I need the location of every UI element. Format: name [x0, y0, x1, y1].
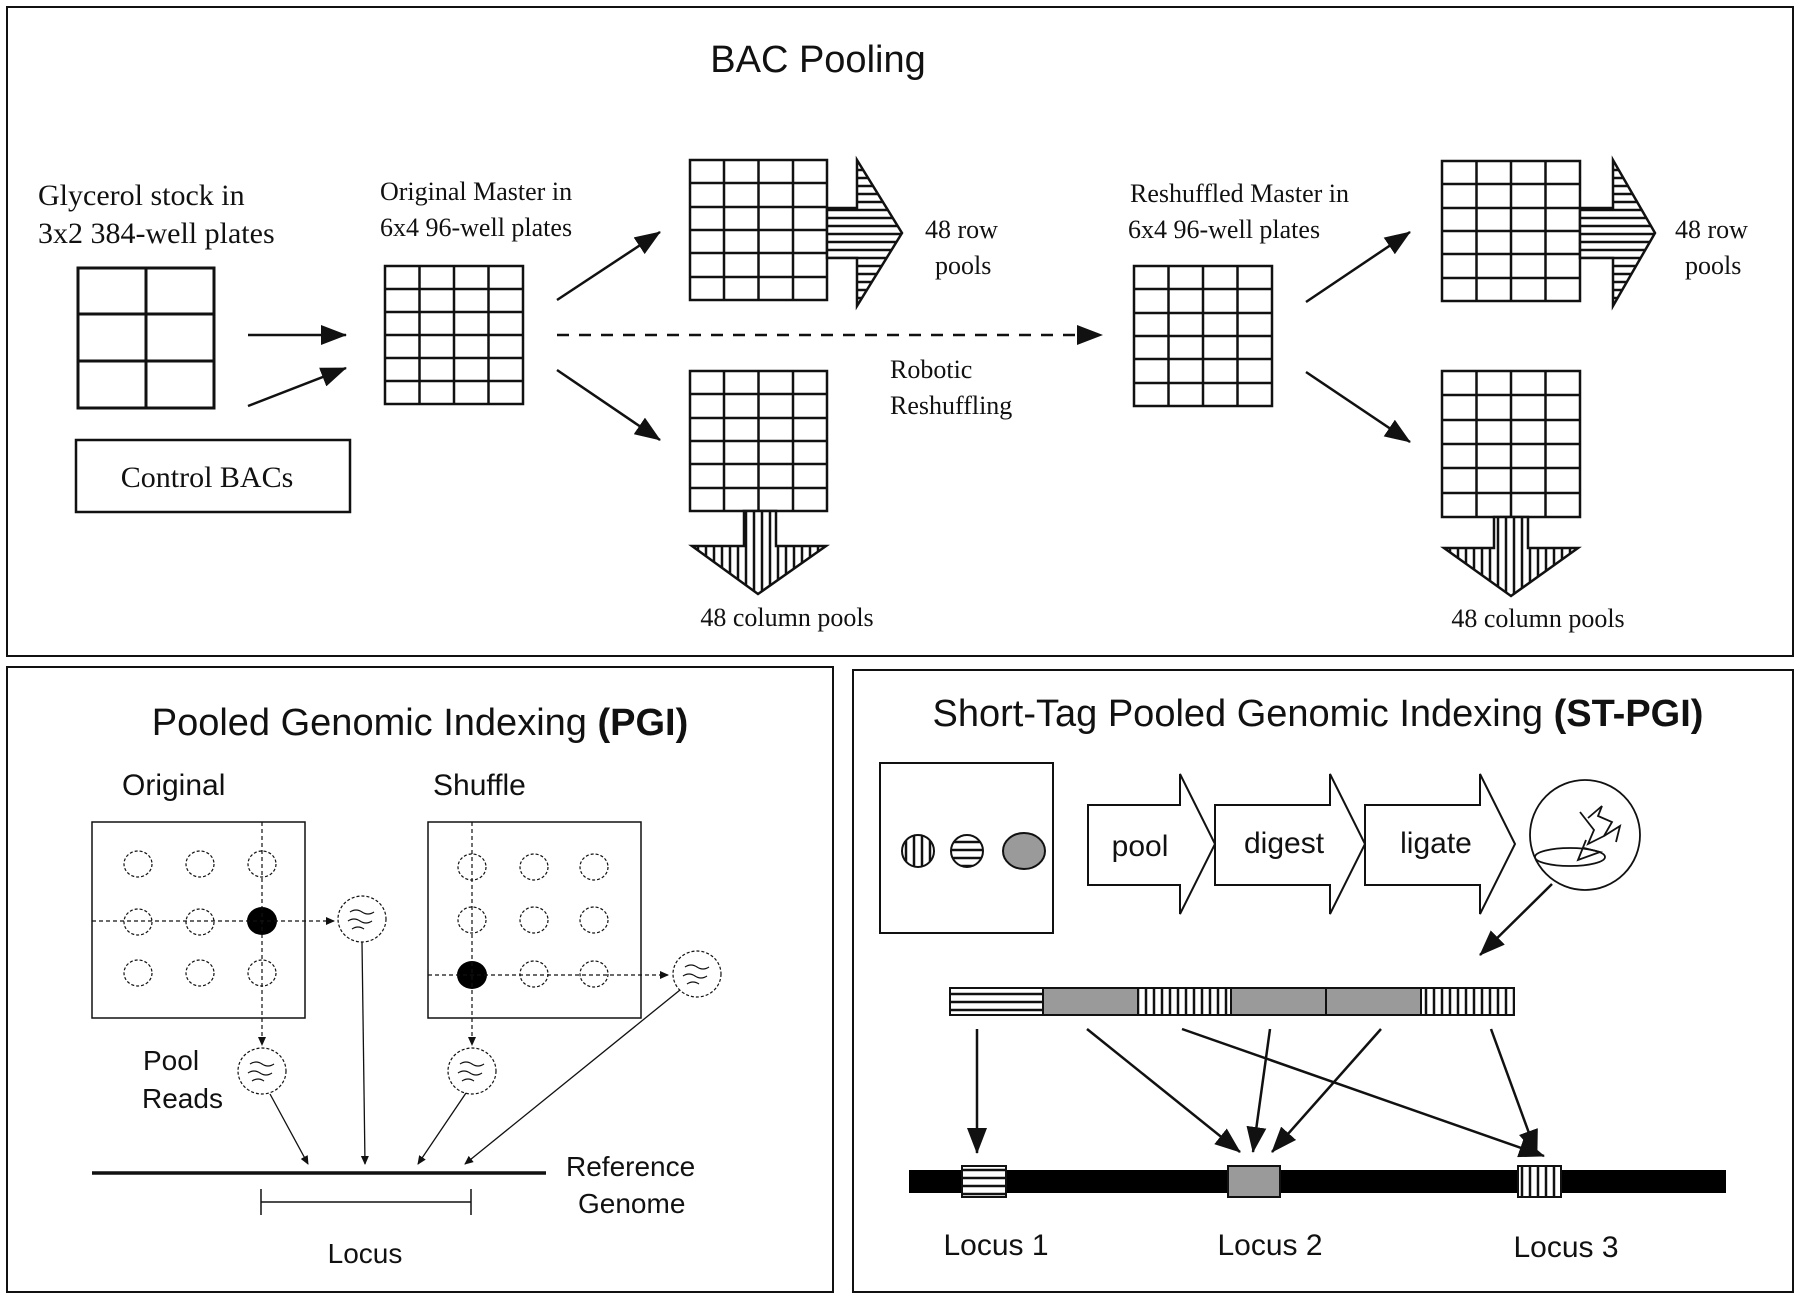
glycerol-plate-grid: [76, 266, 216, 410]
original-master-line1: Original Master in: [380, 177, 572, 206]
shuffle-label: Shuffle: [433, 769, 526, 802]
pool-reads-line1: Pool: [143, 1045, 199, 1076]
reshuffled-to-column-arrow: [1305, 370, 1411, 444]
column-pool-plate-right: [1440, 369, 1582, 519]
column-pools-right-label: 48 column pools: [1451, 604, 1624, 633]
shuffle-plate: [427, 821, 669, 1046]
robotic-line2: Reshuffling: [890, 391, 1012, 420]
locus-1-label: Locus 1: [943, 1229, 1048, 1262]
glycerol-label-line2: 3x2 384-well plates: [38, 217, 275, 250]
pool-read-icon: [337, 895, 387, 943]
pool-read-circles: [237, 895, 722, 1095]
pool-step-arrow: [1087, 773, 1217, 915]
vertical-stripe-bead-icon: [901, 834, 935, 868]
stpgi-panel: Short-Tag Pooled Genomic Indexing (ST-PG…: [852, 669, 1794, 1293]
ligation-to-concatemer-arrow: [1479, 883, 1553, 956]
row-pools-left-line1: 48 row: [925, 215, 998, 244]
control-to-master-arrow: [247, 366, 347, 408]
pool-read-icon: [237, 1047, 287, 1095]
concatemer-bar: [949, 987, 1515, 1016]
digest-step-arrow: [1214, 773, 1367, 915]
ligate-step-label: ligate: [1400, 827, 1472, 860]
row-pool-plate-right: [1440, 159, 1582, 303]
original-master-grid: [383, 264, 525, 406]
reshuffled-to-row-arrow: [1305, 230, 1411, 304]
original-plate: [91, 821, 335, 1046]
column-pool-arrow-left: [688, 509, 830, 596]
row-pools-left-line2: pools: [935, 251, 991, 280]
pgi-title-plain: Pooled Genomic Indexing: [152, 702, 598, 744]
row-pools-right-line1: 48 row: [1675, 215, 1748, 244]
pool-read-icon: [447, 1047, 497, 1095]
reshuffled-master-line1: Reshuffled Master in: [1130, 179, 1349, 208]
bac-pooling-panel: BAC Pooling Glycerol stock in 3x2 384-we…: [6, 6, 1794, 657]
ligation-circle-icon: [1529, 779, 1641, 891]
locus-label: Locus: [328, 1238, 403, 1269]
column-pool-arrow-right: [1440, 515, 1582, 598]
robotic-line1: Robotic: [890, 355, 972, 384]
pgi-panel: Pooled Genomic Indexing (PGI) Original S…: [6, 666, 834, 1293]
row-pools-right-line2: pools: [1685, 251, 1741, 280]
control-bacs-label: Control BACs: [121, 461, 294, 494]
locus-1-tag: [961, 1165, 1007, 1198]
locus-2-label: Locus 2: [1217, 1229, 1322, 1262]
reference-line2: Genome: [578, 1188, 685, 1219]
reshuffled-master-grid: [1132, 264, 1274, 408]
locus-3-label: Locus 3: [1513, 1231, 1618, 1264]
tag-mapping-arrows: [967, 1027, 1545, 1158]
reshuffled-master-line2: 6x4 96-well plates: [1128, 215, 1320, 244]
row-pool-arrow-left: [825, 155, 904, 311]
master-to-column-arrow: [556, 368, 661, 442]
original-master-line2: 6x4 96-well plates: [380, 213, 572, 242]
glycerol-label-line1: Glycerol stock in: [38, 179, 245, 212]
stpgi-title: Short-Tag Pooled Genomic Indexing (ST-PG…: [933, 693, 1704, 735]
digest-step-label: digest: [1244, 827, 1325, 860]
pgi-title: Pooled Genomic Indexing (PGI): [152, 702, 689, 744]
gray-bead-icon: [1002, 832, 1046, 870]
column-pools-left-label: 48 column pools: [700, 603, 873, 632]
locus-3-tag: [1517, 1165, 1562, 1198]
bac-pooling-title: BAC Pooling: [710, 39, 925, 81]
genome-bar: [909, 1170, 1726, 1193]
reference-line1: Reference: [566, 1151, 695, 1182]
locus-bracket: [260, 1189, 472, 1215]
ligate-step-arrow: [1364, 773, 1517, 915]
stpgi-title-bold: (ST-PGI): [1554, 693, 1704, 735]
original-label: Original: [122, 769, 225, 802]
read-mapping-arrows: [269, 941, 681, 1165]
pool-step-label: pool: [1112, 830, 1169, 863]
locus-2-tag: [1227, 1165, 1281, 1198]
pool-reads-line2: Reads: [142, 1083, 223, 1114]
master-to-row-arrow: [556, 230, 661, 302]
control-bacs-box: [74, 438, 352, 514]
column-pool-plate-left: [688, 369, 829, 513]
pool-read-icon: [672, 950, 722, 998]
row-pool-arrow-right: [1578, 155, 1657, 311]
row-pool-plate-left: [688, 158, 829, 302]
pgi-title-bold: (PGI): [597, 702, 688, 744]
horizontal-stripe-bead-icon: [950, 834, 984, 868]
stpgi-title-plain: Short-Tag Pooled Genomic Indexing: [933, 693, 1554, 735]
